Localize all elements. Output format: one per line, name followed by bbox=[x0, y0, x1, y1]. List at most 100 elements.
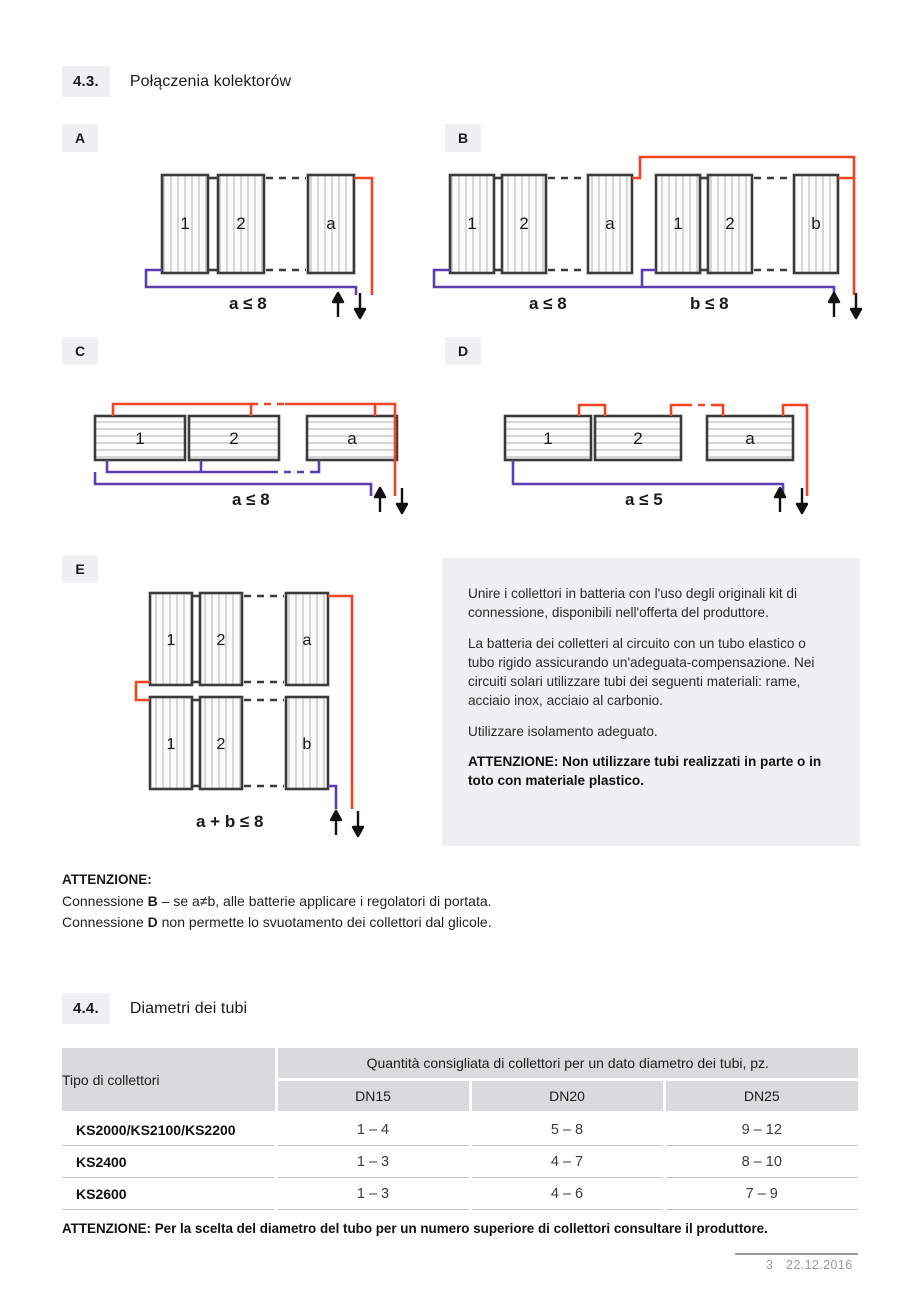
table-header-dn15: DN15 bbox=[276, 1079, 472, 1114]
collector-group-left: 1 2 a bbox=[448, 173, 634, 275]
continuation-dashes bbox=[548, 176, 792, 272]
diagram-b-arrows bbox=[826, 290, 872, 320]
diagram-b-caption-1: a ≤ 8 bbox=[529, 294, 567, 313]
svg-text:1: 1 bbox=[543, 429, 552, 448]
pipe-diameter-table: Tipo di collettori Quantità consigliata … bbox=[62, 1048, 859, 1210]
table-row: KS2600 1 – 3 4 – 6 7 – 9 bbox=[62, 1177, 859, 1210]
diagram-label-c: C bbox=[62, 337, 98, 365]
svg-text:1: 1 bbox=[167, 736, 176, 753]
footer-date: 22.12.2016 bbox=[786, 1258, 853, 1272]
svg-text:b: b bbox=[811, 214, 820, 233]
table-cell-dn15: 1 – 3 bbox=[276, 1145, 472, 1178]
pipe-hot-crossover bbox=[134, 680, 150, 702]
table-cell-dn20: 4 – 7 bbox=[470, 1145, 666, 1178]
pipe-cold-branch bbox=[640, 268, 656, 287]
diagram-label-e: E bbox=[62, 555, 98, 583]
continuation-dashes bbox=[244, 594, 284, 788]
svg-text:2: 2 bbox=[236, 214, 245, 233]
table-cell-type: KS2600 bbox=[62, 1177, 278, 1210]
table-row: KS2000/KS2100/KS2200 1 – 4 5 – 8 9 – 12 bbox=[62, 1112, 859, 1146]
attention-line-1: Connessione B – se a≠b, alle batterie ap… bbox=[62, 891, 492, 912]
info-paragraph-1: Unire i collettori in batteria con l'uso… bbox=[468, 586, 798, 621]
svg-text:1: 1 bbox=[180, 214, 189, 233]
collector-group: 1 2 a bbox=[160, 173, 356, 275]
diagram-e-caption: a + b ≤ 8 bbox=[196, 812, 264, 831]
table-cell-type: KS2000/KS2100/KS2200 bbox=[62, 1112, 278, 1146]
attention-block: ATTENZIONE: Connessione B – se a≠b, alle… bbox=[62, 872, 492, 933]
attention-line-2: Connessione D non permette lo svuotament… bbox=[62, 912, 492, 933]
attention-line-1-bold: B bbox=[147, 893, 158, 909]
diagram-d: 1 2 a bbox=[495, 400, 825, 505]
attention-line-2-pre: Connessione bbox=[62, 914, 148, 930]
section-heading-4-4: 4.4. Diametri dei tubi bbox=[62, 993, 247, 1024]
section-title: Diametri dei tubi bbox=[129, 999, 248, 1017]
svg-text:2: 2 bbox=[519, 214, 528, 233]
table-cell-dn20: 5 – 8 bbox=[470, 1112, 666, 1146]
svg-text:a: a bbox=[347, 429, 357, 448]
collector-row-top: 1 2 a bbox=[148, 591, 330, 687]
table-cell-dn15: 1 – 4 bbox=[276, 1112, 472, 1146]
section-number: 4.4. bbox=[62, 993, 110, 1024]
diagram-d-arrows bbox=[772, 485, 818, 515]
table-cell-dn15: 1 – 3 bbox=[276, 1177, 472, 1210]
diagram-c: 1 2 a bbox=[85, 400, 425, 505]
svg-text:b: b bbox=[303, 736, 312, 753]
diagram-d-caption: a ≤ 5 bbox=[625, 490, 663, 509]
svg-text:2: 2 bbox=[633, 429, 642, 448]
svg-text:1: 1 bbox=[167, 632, 176, 649]
svg-text:1: 1 bbox=[673, 214, 682, 233]
bottom-attention-note: ATTENZIONE: Per la scelta del diametro d… bbox=[62, 1221, 768, 1236]
collector-group-right: 1 2 b bbox=[654, 173, 840, 275]
attention-title: ATTENZIONE: bbox=[62, 872, 152, 887]
diagram-a-caption: a ≤ 8 bbox=[229, 294, 267, 313]
svg-text:2: 2 bbox=[229, 429, 238, 448]
pipe-hot bbox=[111, 402, 397, 496]
attention-line-1-pre: Connessione bbox=[62, 893, 148, 909]
pipe-hot-outlet bbox=[328, 594, 354, 809]
footer-page-number: 3 bbox=[766, 1258, 774, 1272]
table-header-dn25: DN25 bbox=[664, 1079, 859, 1114]
table-cell-dn25: 9 – 12 bbox=[664, 1112, 859, 1146]
diagram-c-caption: a ≤ 8 bbox=[232, 490, 270, 509]
svg-text:2: 2 bbox=[217, 632, 226, 649]
diagram-label-d: D bbox=[445, 337, 481, 365]
table-cell-dn25: 8 – 10 bbox=[664, 1145, 859, 1178]
diagram-label-a: A bbox=[62, 124, 98, 152]
svg-text:a: a bbox=[745, 429, 755, 448]
table-cell-type: KS2400 bbox=[62, 1145, 278, 1178]
pipe-cold-main bbox=[432, 268, 836, 295]
svg-text:1: 1 bbox=[135, 429, 144, 448]
diagram-b: 1 2 a 1 2 b bbox=[430, 155, 870, 310]
collector-row-bottom: 1 2 b bbox=[148, 695, 330, 791]
svg-text:2: 2 bbox=[725, 214, 734, 233]
info-paragraph-3: Utilizzare isolamento adeguato. bbox=[468, 723, 658, 739]
diagram-c-arrows bbox=[372, 485, 418, 515]
attention-line-2-bold: D bbox=[147, 914, 158, 930]
diagram-e: 1 2 a 1 2 b bbox=[120, 585, 430, 825]
pipe-hot bbox=[632, 155, 856, 180]
table-header-row-2: DN15 DN20 DN25 bbox=[62, 1079, 859, 1114]
svg-text:a: a bbox=[326, 214, 336, 233]
info-paragraph-2: La batteria dei colletteri al circuito c… bbox=[468, 635, 815, 709]
table-header-type: Tipo di collettori bbox=[62, 1048, 278, 1114]
diagram-e-arrows bbox=[328, 808, 374, 838]
pipe-cold bbox=[328, 784, 338, 809]
pipe-cold bbox=[511, 460, 785, 496]
diagram-b-caption-2: b ≤ 8 bbox=[690, 294, 729, 313]
pipe-hot bbox=[354, 176, 374, 295]
table-header-row-1: Tipo di collettori Quantità consigliata … bbox=[62, 1048, 859, 1114]
pipe-cold bbox=[144, 268, 358, 295]
svg-text:a: a bbox=[605, 214, 615, 233]
table-cell-dn20: 4 – 6 bbox=[470, 1177, 666, 1210]
table-header-dn20: DN20 bbox=[470, 1079, 666, 1114]
pipe-cold bbox=[93, 460, 373, 496]
info-panel: Unire i collettori in batteria con l'uso… bbox=[442, 558, 860, 846]
attention-line-2-post: non permette lo svuotamento dei colletto… bbox=[157, 914, 492, 930]
table-header-group: Quantità consigliata di collettori per u… bbox=[276, 1048, 859, 1081]
continuation-dashes bbox=[266, 176, 306, 272]
footer-divider bbox=[735, 1253, 858, 1255]
diagram-a-arrows bbox=[330, 290, 376, 320]
section-heading-4-3: 4.3. Połączenia kolektorów bbox=[62, 66, 291, 97]
table-cell-dn25: 7 – 9 bbox=[664, 1177, 859, 1210]
collector-group: 1 2 a bbox=[93, 414, 399, 462]
